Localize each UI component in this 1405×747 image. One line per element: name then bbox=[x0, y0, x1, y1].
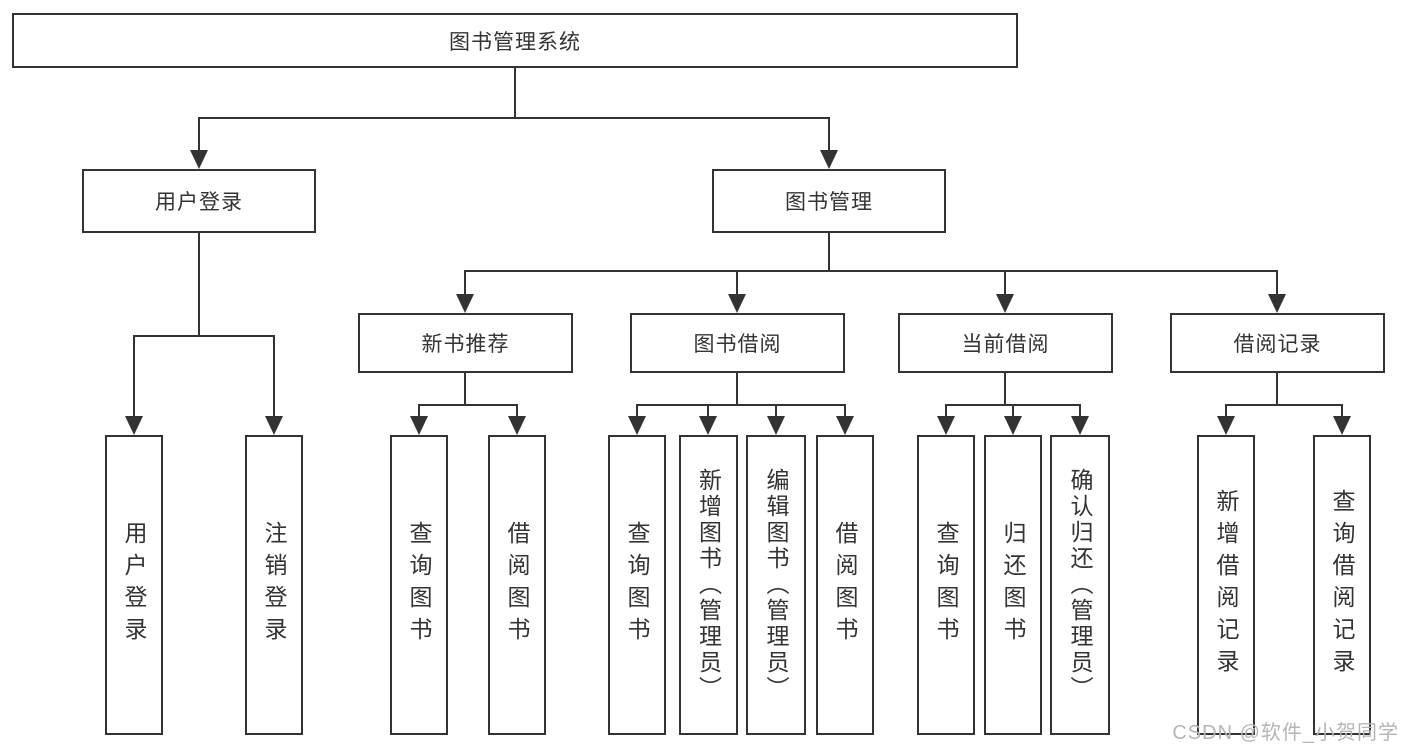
arrow-down-icon bbox=[728, 294, 746, 313]
node-label: 查询借阅记录 bbox=[1329, 489, 1355, 681]
node-leaf-borrow-books-1: 借阅图书 bbox=[488, 435, 546, 735]
arrow-down-icon bbox=[996, 294, 1014, 313]
connector bbox=[133, 335, 275, 337]
node-leaf-logout: 注销登录 bbox=[245, 435, 303, 735]
connector bbox=[736, 270, 738, 296]
connector bbox=[1012, 404, 1014, 418]
node-label: 借阅图书 bbox=[504, 521, 530, 649]
connector bbox=[1341, 404, 1343, 418]
node-label: 查询图书 bbox=[933, 521, 959, 649]
arrow-down-icon bbox=[1333, 416, 1351, 435]
connector bbox=[198, 233, 200, 337]
connector bbox=[828, 117, 830, 152]
arrow-down-icon bbox=[767, 416, 785, 435]
connector bbox=[775, 404, 777, 418]
connector bbox=[418, 404, 518, 406]
connector bbox=[464, 373, 466, 406]
node-new-book-recommend: 新书推荐 bbox=[358, 313, 573, 373]
node-leaf-edit-book-admin: 编辑图书（管理员） bbox=[746, 435, 806, 735]
node-leaf-add-borrow-record: 新增借阅记录 bbox=[1197, 435, 1255, 735]
connector bbox=[198, 117, 830, 119]
node-label: 图书管理系统 bbox=[449, 30, 581, 54]
arrow-down-icon bbox=[820, 150, 838, 169]
arrow-down-icon bbox=[1004, 416, 1022, 435]
arrow-down-icon bbox=[836, 416, 854, 435]
arrow-down-icon bbox=[456, 294, 474, 313]
node-label: 新书推荐 bbox=[421, 333, 510, 356]
node-borrowing-records: 借阅记录 bbox=[1170, 313, 1385, 373]
node-label: 确认归还（管理员） bbox=[1067, 468, 1093, 702]
node-label: 注销登录 bbox=[261, 521, 287, 649]
connector bbox=[1276, 270, 1278, 296]
node-leaf-add-book-admin: 新增图书（管理员） bbox=[679, 435, 738, 735]
connector bbox=[133, 335, 135, 418]
node-label: 图书借阅 bbox=[693, 333, 782, 356]
node-book-management: 图书管理 bbox=[712, 169, 946, 233]
arrow-down-icon bbox=[508, 416, 526, 435]
arrow-down-icon bbox=[699, 416, 717, 435]
node-leaf-borrow-books-2: 借阅图书 bbox=[816, 435, 874, 735]
node-leaf-query-books-1: 查询图书 bbox=[390, 435, 448, 735]
connector bbox=[844, 404, 846, 418]
connector bbox=[828, 233, 830, 272]
arrow-down-icon bbox=[190, 150, 208, 169]
node-leaf-return-books: 归还图书 bbox=[984, 435, 1042, 735]
connector bbox=[1276, 373, 1278, 406]
node-library-system: 图书管理系统 bbox=[12, 13, 1018, 68]
connector bbox=[464, 270, 1278, 272]
connector bbox=[636, 404, 846, 406]
arrow-down-icon bbox=[937, 416, 955, 435]
node-label: 图书管理 bbox=[785, 191, 873, 214]
connector bbox=[1004, 270, 1006, 296]
node-current-borrowing: 当前借阅 bbox=[898, 313, 1113, 373]
node-leaf-confirm-return-admin: 确认归还（管理员） bbox=[1050, 435, 1110, 735]
arrow-down-icon bbox=[628, 416, 646, 435]
connector bbox=[1225, 404, 1227, 418]
connector bbox=[1225, 404, 1343, 406]
node-user-login: 用户登录 bbox=[82, 169, 316, 233]
node-label: 查询图书 bbox=[624, 521, 650, 649]
node-label: 借阅图书 bbox=[832, 521, 858, 649]
arrow-down-icon bbox=[265, 416, 283, 435]
node-label: 借阅记录 bbox=[1233, 333, 1322, 356]
node-book-borrowing: 图书借阅 bbox=[630, 313, 845, 373]
connector bbox=[736, 373, 738, 406]
node-label: 新增借阅记录 bbox=[1213, 489, 1239, 681]
node-leaf-query-books-3: 查询图书 bbox=[917, 435, 975, 735]
node-leaf-query-borrow-record: 查询借阅记录 bbox=[1313, 435, 1371, 735]
node-leaf-user-login: 用户登录 bbox=[105, 435, 163, 735]
arrow-down-icon bbox=[1071, 416, 1089, 435]
node-label: 新增图书（管理员） bbox=[695, 468, 722, 702]
arrow-down-icon bbox=[1268, 294, 1286, 313]
node-label: 编辑图书（管理员） bbox=[763, 468, 789, 702]
arrow-down-icon bbox=[410, 416, 428, 435]
node-label: 用户登录 bbox=[121, 521, 147, 649]
connector bbox=[516, 404, 518, 418]
connector bbox=[945, 404, 947, 418]
node-leaf-query-books-2: 查询图书 bbox=[608, 435, 666, 735]
node-label: 查询图书 bbox=[406, 521, 432, 649]
connector bbox=[418, 404, 420, 418]
node-label: 用户登录 bbox=[155, 191, 243, 214]
connector bbox=[514, 68, 516, 119]
connector bbox=[636, 404, 638, 418]
arrow-down-icon bbox=[125, 416, 143, 435]
connector bbox=[1004, 373, 1006, 406]
connector bbox=[198, 117, 200, 152]
connector bbox=[273, 335, 275, 418]
connector bbox=[707, 404, 709, 418]
node-label: 归还图书 bbox=[1000, 521, 1026, 649]
node-label: 当前借阅 bbox=[961, 333, 1050, 356]
connector bbox=[464, 270, 466, 296]
arrow-down-icon bbox=[1217, 416, 1235, 435]
connector bbox=[1079, 404, 1081, 418]
